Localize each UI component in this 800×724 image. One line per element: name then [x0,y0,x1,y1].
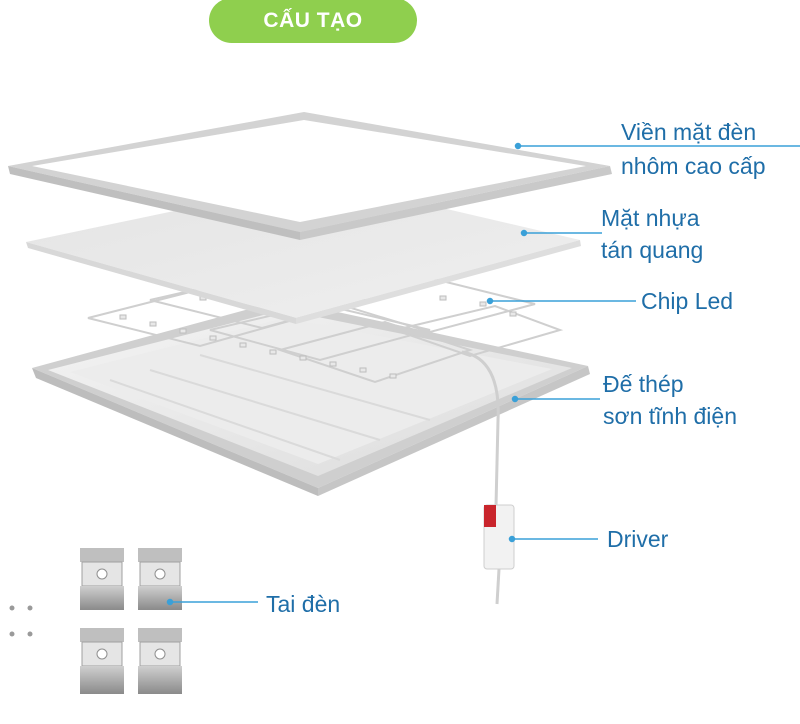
clip-3 [80,628,124,694]
diffuser-sheet [26,180,581,324]
label-chip: Chip Led [641,288,734,314]
label-base-line1: Đế thép [603,371,684,397]
label-frame-line2: nhôm cao cấp [621,153,766,179]
leader-lines [166,142,800,606]
driver-unit [461,350,515,605]
clip-4 [138,628,182,694]
label-base-line2: sơn tĩnh điện [603,403,738,429]
label-frame-line1: Viền mặt đèn [621,119,757,145]
aluminum-frame [8,112,612,240]
label-diffuser-line1: Mặt nhựa [601,205,700,231]
label-clips: Tai đèn [266,591,341,617]
steel-base-tray [32,300,590,496]
label-driver: Driver [607,526,669,552]
mounting-clips [9,548,182,694]
section-title: CẤU TẠO [209,0,417,43]
label-diffuser-line2: tán quang [601,237,704,263]
screws [9,605,33,637]
clip-2 [138,548,182,610]
clip-1 [80,548,124,610]
